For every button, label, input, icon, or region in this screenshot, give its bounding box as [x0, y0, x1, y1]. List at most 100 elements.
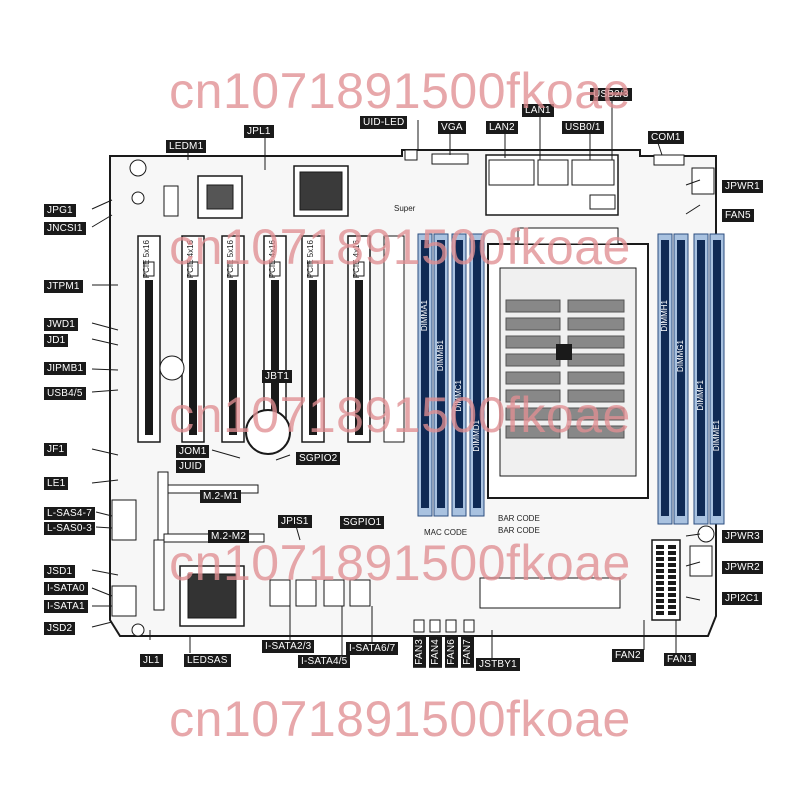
- pcie-slot-7: [383, 235, 405, 443]
- label-juid: JUID: [176, 460, 206, 473]
- mount-hole: [129, 159, 147, 177]
- fan-header-block: [479, 577, 621, 609]
- leader-line-23: [91, 621, 113, 628]
- m2-slot-2: [153, 539, 165, 611]
- label-isata45: I-SATA4/5: [298, 655, 351, 668]
- atx-pin-l-7: [656, 587, 664, 591]
- label-jpwr2: JPWR2: [722, 561, 763, 574]
- bar-code-label: BAR CODE: [498, 514, 540, 523]
- label-jpwr3: JPWR3: [722, 530, 763, 543]
- leader-line-14: [91, 368, 119, 371]
- pcie-slot-pins-3: [229, 280, 237, 435]
- pcie-slot-label-6: PCIE 4x16: [352, 240, 361, 279]
- pcie-slot-label-2: PCIE 4x16: [186, 240, 195, 279]
- usb-header: [163, 185, 179, 217]
- atx-pin-l-10: [656, 605, 664, 609]
- label-jom1: JOM1: [176, 445, 210, 458]
- label-m2m2: M.2-M2: [208, 530, 250, 543]
- dimm-right-label-1: DIMMH1: [660, 300, 669, 332]
- label-jsd2: JSD2: [44, 622, 76, 635]
- com1-port: [653, 154, 685, 166]
- pcie-slot-key-5: [307, 261, 319, 277]
- dimm-left-core-1: [421, 240, 429, 508]
- leader-line-13: [91, 338, 119, 346]
- atx-pin-r-6: [668, 581, 676, 585]
- fan-header-2: [429, 619, 441, 633]
- label-isata1: I-SATA1: [44, 600, 88, 613]
- lan1-port: [537, 159, 569, 186]
- cpu-center-mark: [556, 344, 572, 360]
- cmos-battery: [245, 409, 291, 455]
- vga-port: [431, 153, 469, 165]
- label-usb01: USB0/1: [562, 121, 604, 134]
- sata-port-4: [349, 579, 371, 607]
- cpu-pins-r-0: [567, 299, 625, 313]
- cpu-pins-r-2: [567, 335, 625, 349]
- dimm-left-core-4: [473, 240, 481, 508]
- atx-pin-l-2: [656, 557, 664, 561]
- sata-port-2: [295, 579, 317, 607]
- cpu-pins-l-5: [505, 389, 561, 403]
- label-sgpio1: SGPIO1: [340, 516, 385, 529]
- dimm-right-core-3: [697, 240, 705, 516]
- bmc-core: [206, 184, 234, 210]
- label-m2m1: M.2-M1: [200, 490, 242, 503]
- label-jbt1: JBT1: [262, 370, 293, 383]
- label-le1: LE1: [44, 477, 69, 490]
- atx-pin-l-8: [656, 593, 664, 597]
- label-ledsas: LEDSAS: [184, 654, 231, 667]
- buzzer: [131, 191, 145, 205]
- label-com1: COM1: [648, 131, 684, 144]
- dimm-right-label-3: DIMMF1: [696, 380, 705, 411]
- atx-pin-r-0: [668, 545, 676, 549]
- label-fan7: FAN7: [461, 636, 474, 668]
- mac-code-label: MAC CODE: [424, 528, 468, 537]
- dimm-right-core-1: [661, 240, 669, 516]
- atx-pin-r-3: [668, 563, 676, 567]
- cpu-pins-l-1: [505, 317, 561, 331]
- brand-logo-text: Super: [394, 204, 416, 213]
- label-jpg1: JPG1: [44, 204, 76, 217]
- atx-pin-r-4: [668, 569, 676, 573]
- leader-line-18: [95, 511, 113, 517]
- cpu-pins-l-4: [505, 371, 561, 385]
- cpu-pins-r-3: [567, 353, 625, 367]
- jpwr2-header: [689, 545, 713, 577]
- leader-line-16: [91, 448, 119, 456]
- label-lsas03: L-SAS0-3: [44, 522, 95, 535]
- cpu-pins-r-5: [567, 389, 625, 403]
- usb-port: [571, 159, 615, 186]
- dimm-right-label-2: DIMMG1: [676, 340, 685, 372]
- label-jncsi1: JNCSI1: [44, 222, 86, 235]
- lan2-port: [488, 159, 535, 186]
- leader-line-10: [91, 214, 113, 228]
- label-jpi2c1: JPI2C1: [722, 592, 762, 605]
- label-fan4: FAN4: [429, 636, 442, 668]
- atx-pin-l-0: [656, 545, 664, 549]
- cpu-pins-l-7: [505, 425, 561, 439]
- mount-hole-4: [131, 623, 145, 637]
- cpu-latch-top: [517, 227, 619, 245]
- cpu-pins-r-7: [567, 425, 625, 439]
- label-isata67: I-SATA6/7: [346, 642, 399, 655]
- label-fan2: FAN2: [612, 649, 644, 662]
- dimm-left-label-4: DIMMD1: [472, 420, 481, 452]
- label-lsas47: L-SAS4-7: [44, 507, 95, 520]
- pcie-slot-label-1: PCIE 5x16: [142, 240, 151, 279]
- label-vga: VGA: [438, 121, 466, 134]
- leader-line-21: [91, 587, 113, 597]
- lsas-port: [111, 499, 137, 541]
- cpu-pins-r-1: [567, 317, 625, 331]
- leader-line-28: [685, 533, 701, 537]
- leader-line-30: [685, 596, 701, 601]
- atx-pin-l-3: [656, 563, 664, 567]
- atx-pin-r-9: [668, 599, 676, 603]
- leader-line-19: [95, 526, 113, 529]
- label-jwd1: JWD1: [44, 318, 79, 331]
- cpu-pins-l-0: [505, 299, 561, 313]
- atx-pin-l-6: [656, 581, 664, 585]
- label-jpl1: JPL1: [244, 125, 274, 138]
- label-jf1: JF1: [44, 443, 68, 456]
